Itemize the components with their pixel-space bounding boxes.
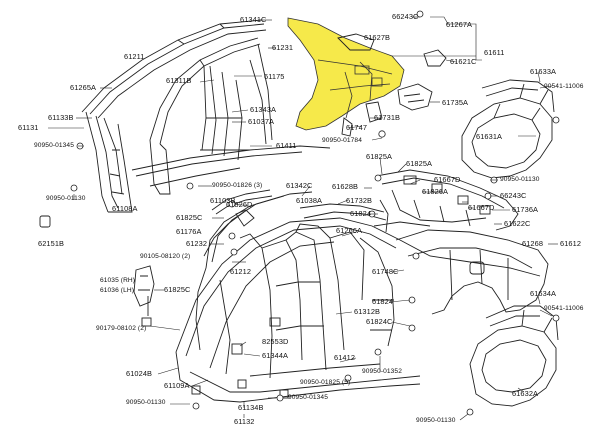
part-label-61826a[interactable]: 61826A: [422, 187, 449, 196]
part-label-61035-rh[interactable]: 61035 (RH): [100, 277, 136, 284]
part-label-61132[interactable]: 61132: [234, 417, 255, 426]
part-label-61736a[interactable]: 61736A: [512, 205, 539, 214]
part-label-90950-01130-bot[interactable]: 90950-01130: [126, 399, 166, 406]
part-label-66243c[interactable]: 66243C: [392, 12, 419, 21]
part-label-61175[interactable]: 61175: [264, 72, 285, 81]
part-label-61632a[interactable]: 61632A: [512, 389, 539, 398]
part-label-90541-11006[interactable]: 90541-11006: [544, 83, 584, 90]
part-label-61134b[interactable]: 61134B: [238, 403, 264, 412]
part-label-61312b[interactable]: 61312B: [354, 307, 381, 316]
part-label-61103b[interactable]: 61103B: [210, 196, 236, 205]
part-label-90950-01130-mid[interactable]: 90950-01130: [500, 176, 540, 183]
leader-lines: [48, 16, 558, 421]
part-label-61825c[interactable]: 61825C: [176, 213, 203, 222]
part-label-61732b[interactable]: 61732B: [346, 196, 373, 205]
part-label-61731b[interactable]: 61731B: [374, 113, 401, 122]
part-label-61211[interactable]: 61211: [124, 52, 145, 61]
part-label-90179-08102[interactable]: 90179-08102 (2): [96, 325, 147, 332]
part-label-61341c[interactable]: 61341C: [240, 15, 267, 24]
part-label-61131[interactable]: 61131: [18, 123, 39, 132]
part-label-82553d[interactable]: 82553D: [262, 337, 289, 346]
part-label-61628b[interactable]: 61628B: [332, 182, 359, 191]
part-label-90950-01345-bot[interactable]: 90950-01345: [288, 394, 328, 401]
part-label-61631a[interactable]: 61631A: [476, 132, 503, 141]
part-label-90541-11006-low[interactable]: 90541-11006: [544, 305, 584, 312]
part-label-61342c[interactable]: 61342C: [286, 181, 313, 190]
part-label-61266a[interactable]: 61266A: [336, 226, 363, 235]
part-label-90950-01825[interactable]: 90950-01825 (5): [300, 379, 351, 386]
part-label-61344a[interactable]: 61344A: [262, 351, 289, 360]
part-label-90950-01826[interactable]: 90950-01826 (3): [212, 182, 263, 189]
part-label-61108a[interactable]: 61108A: [112, 204, 138, 213]
part-label-61232[interactable]: 61232: [186, 239, 208, 248]
part-label-61621c[interactable]: 61621C: [450, 57, 477, 66]
part-label-90950-01345[interactable]: 90950-01345: [34, 142, 74, 149]
part-label-61825a-2[interactable]: 61825A: [406, 159, 433, 168]
part-label-66243c-2[interactable]: 66243C: [500, 191, 527, 200]
part-label-61411[interactable]: 61411: [276, 141, 297, 150]
part-label-61826d[interactable]: 61826D: [226, 200, 253, 209]
part-label-90105-08120[interactable]: 90105-08120 (2): [140, 253, 191, 260]
part-label-61611[interactable]: 61611: [484, 48, 505, 57]
part-label-61265a[interactable]: 61265A: [70, 83, 97, 92]
part-label-61267a[interactable]: 61267A: [446, 20, 473, 29]
part-label-61038a[interactable]: 61038A: [296, 196, 323, 205]
part-label-90950-01130[interactable]: 90950-01130: [46, 195, 86, 202]
highlighted-part-detail: [317, 59, 393, 119]
part-label-61634a[interactable]: 61634A: [530, 289, 557, 298]
part-label-61824[interactable]: 61824: [350, 209, 372, 218]
part-label-61627b[interactable]: 61627B: [364, 33, 391, 42]
part-label-61024b[interactable]: 61024B: [126, 369, 153, 378]
part-label-61109a[interactable]: 61109A: [164, 381, 190, 390]
part-label-61231[interactable]: 61231: [272, 43, 294, 52]
part-label-61412[interactable]: 61412: [334, 353, 356, 362]
part-label-61633a[interactable]: 61633A: [530, 67, 557, 76]
part-label-61667d[interactable]: 61667D: [468, 203, 495, 212]
part-label-61612[interactable]: 61612: [560, 239, 582, 248]
part-label-62151b[interactable]: 62151B: [38, 239, 65, 248]
part-label-61824c[interactable]: 61824C: [366, 317, 393, 326]
part-label-61667d-top[interactable]: 61667D: [434, 175, 461, 184]
part-label-61748c[interactable]: 61748C: [372, 267, 399, 276]
part-label-61036-lh[interactable]: 61036 (LH): [100, 287, 134, 294]
part-label-61268[interactable]: 61268: [522, 239, 544, 248]
fasteners: [70, 10, 560, 416]
part-label-61735a[interactable]: 61735A: [442, 98, 469, 107]
part-label-61825a[interactable]: 61825A: [366, 152, 393, 161]
part-label-90950-01352[interactable]: 90950-01352: [362, 368, 402, 375]
part-label-61311b[interactable]: 61311B: [166, 76, 192, 85]
part-label-61037a[interactable]: 61037A: [248, 117, 275, 126]
body-structure-lines: [39, 19, 559, 407]
part-label-61825c-low[interactable]: 61825C: [164, 285, 191, 294]
part-label-61747[interactable]: 61747: [346, 123, 368, 132]
part-label-61212[interactable]: 61212: [230, 267, 252, 276]
part-label-61343a[interactable]: 61343A: [250, 105, 277, 114]
part-label-90950-01784[interactable]: 90950-01784: [322, 137, 362, 144]
part-label-61133b[interactable]: 61133B: [48, 113, 74, 122]
part-label-61622c[interactable]: 61622C: [504, 219, 531, 228]
part-label-90950-01130-rb[interactable]: 90950-01130: [416, 417, 456, 424]
part-label-61176a[interactable]: 61176A: [176, 227, 202, 236]
part-label-61824-mid[interactable]: 61824: [372, 297, 394, 306]
